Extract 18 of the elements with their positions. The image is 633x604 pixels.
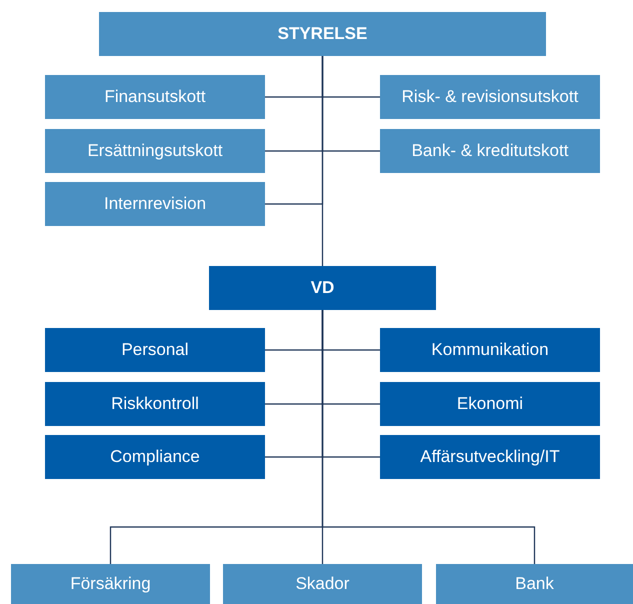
committee-box: Internrevision: [45, 182, 265, 226]
department-box: Riskkontroll: [45, 382, 265, 426]
department-box: Personal: [45, 328, 265, 372]
committee-box: Risk- & revisionsutskott: [380, 75, 600, 119]
committee-box: Bank: [436, 564, 633, 604]
committee-box: Skador: [223, 564, 422, 604]
department-box: Kommunikation: [380, 328, 600, 372]
committee-box: Bank- & kreditutskott: [380, 129, 600, 173]
department-box: Ekonomi: [380, 382, 600, 426]
committee-box: STYRELSE: [99, 12, 546, 56]
connector-line: [322, 56, 324, 266]
department-box: VD: [209, 266, 436, 310]
committee-box: Finansutskott: [45, 75, 265, 119]
connector-line: [322, 310, 536, 564]
committee-box: Försäkring: [11, 564, 210, 604]
department-box: Compliance: [45, 435, 265, 479]
department-box: Affärsutveckling/IT: [380, 435, 600, 479]
committee-box: Ersättningsutskott: [45, 129, 265, 173]
